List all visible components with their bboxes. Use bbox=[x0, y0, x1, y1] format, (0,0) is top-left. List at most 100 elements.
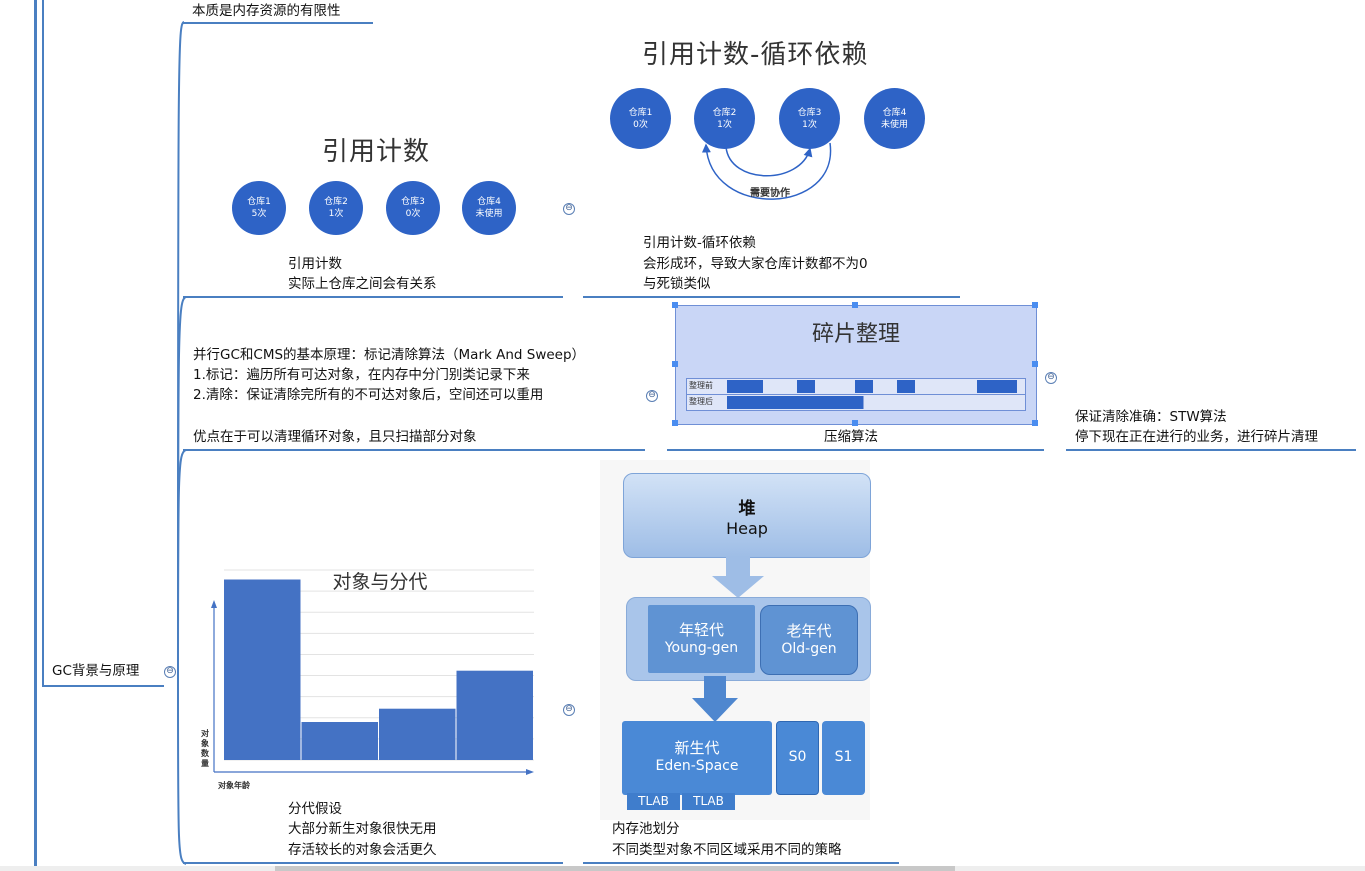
s0-box: S0 bbox=[776, 721, 819, 795]
section1-collapse-icon[interactable]: ⊖ bbox=[563, 203, 575, 215]
defrag-row-after: 整理后 bbox=[686, 394, 1026, 411]
cycle-caption-2[interactable]: 会形成环，导致大家仓库计数都不为0 bbox=[643, 256, 868, 272]
gen-caption-2[interactable]: 大部分新生对象很快无用 bbox=[288, 821, 437, 837]
tlab-box-1: TLAB bbox=[627, 793, 680, 810]
selection-handle[interactable] bbox=[1032, 302, 1038, 308]
note-top-underline bbox=[183, 22, 373, 24]
defrag-figure[interactable]: 碎片整理 整理前 整理后 bbox=[675, 305, 1037, 425]
cycle-caption-3[interactable]: 与死锁类似 bbox=[643, 276, 711, 292]
section2-collapse-icon[interactable]: ⊖ bbox=[646, 390, 658, 402]
old-cn: 老年代 bbox=[786, 622, 832, 640]
cycle-caption-1[interactable]: 引用计数-循环依赖 bbox=[643, 235, 756, 251]
y-axis-arrow bbox=[211, 600, 217, 608]
section1-underline-right bbox=[583, 296, 960, 298]
selection-handle[interactable] bbox=[672, 420, 678, 426]
eden-box: 新生代 Eden-Space bbox=[622, 721, 772, 795]
x-axis-arrow bbox=[526, 769, 534, 775]
root-node-label[interactable]: GC背景与原理 bbox=[52, 663, 140, 679]
eden-cn: 新生代 bbox=[674, 739, 720, 757]
defrag-caption[interactable]: 压缩算法 bbox=[824, 429, 878, 445]
gen-caption-3[interactable]: 存活较长的对象会活更久 bbox=[288, 842, 437, 858]
circle-count: 0次 bbox=[633, 119, 648, 130]
frag-block bbox=[897, 380, 915, 393]
root-collapse-icon[interactable]: ⊖ bbox=[164, 666, 176, 678]
refcount-caption-2[interactable]: 实际上仓库之间会有关系 bbox=[288, 276, 437, 292]
circle-label: 仓库2 bbox=[712, 107, 737, 118]
frag-block bbox=[797, 380, 815, 393]
y-axis-label-char: 对 bbox=[201, 728, 209, 738]
selection-handle[interactable] bbox=[1032, 420, 1038, 426]
heap-arrow-1 bbox=[712, 556, 764, 598]
section2-underline-mid bbox=[667, 449, 1044, 451]
defrag-title: 碎片整理 bbox=[811, 322, 900, 347]
circle-count: 1次 bbox=[328, 209, 344, 219]
selection-handle[interactable] bbox=[672, 302, 678, 308]
selection-handle[interactable] bbox=[1032, 361, 1038, 367]
section3-collapse-icon[interactable]: ⊖ bbox=[563, 704, 575, 716]
circle-label: 仓库4 bbox=[882, 107, 907, 118]
circle-count: 未使用 bbox=[475, 209, 503, 219]
bar bbox=[456, 670, 533, 760]
left-trunk bbox=[34, 0, 37, 871]
stw-line-2[interactable]: 停下现在正在进行的业务，进行碎片清理 bbox=[1075, 429, 1318, 445]
stw-line-1[interactable]: 保证清除准确：STW算法 bbox=[1075, 409, 1227, 425]
cycle-arrows bbox=[701, 142, 832, 200]
gen-caption-1[interactable]: 分代假设 bbox=[288, 801, 342, 817]
section1-underline-left bbox=[183, 296, 563, 298]
refcount-circle-4: 仓库4 未使用 bbox=[462, 181, 516, 235]
s1-box: S1 bbox=[822, 721, 865, 795]
circle-label: 仓库1 bbox=[628, 107, 653, 118]
young-en: Young-gen bbox=[664, 640, 739, 656]
s0-label: S0 bbox=[788, 749, 807, 765]
note-top[interactable]: 本质是内存资源的有限性 bbox=[192, 3, 341, 19]
selection-handle[interactable] bbox=[672, 361, 678, 367]
defrag-row-before: 整理前 bbox=[686, 378, 1026, 395]
young-gen-box: 年轻代 Young-gen bbox=[648, 605, 755, 673]
heap-en: Heap bbox=[726, 519, 768, 538]
circle-label: 仓库4 bbox=[477, 197, 501, 207]
section2b-collapse-icon[interactable]: ⊖ bbox=[1045, 372, 1057, 384]
marksweep-line-2[interactable]: 1.标记：遍历所有可达对象，在内存中分门别类记录下来 bbox=[193, 367, 530, 383]
circle-label: 仓库3 bbox=[797, 107, 822, 118]
old-en: Old-gen bbox=[781, 641, 837, 657]
circle-count: 1次 bbox=[717, 119, 732, 130]
tlab-label: TLAB bbox=[693, 794, 724, 808]
heap-caption-2[interactable]: 不同类型对象不同区域采用不同的策略 bbox=[612, 842, 842, 858]
eden-en: Eden-Space bbox=[655, 758, 739, 774]
cycle-title: 引用计数-循环依赖 bbox=[642, 40, 869, 70]
circle-label: 仓库1 bbox=[247, 197, 271, 207]
tlab-box-2: TLAB bbox=[682, 793, 735, 810]
x-axis-label: 对象年龄 bbox=[218, 780, 251, 790]
horizontal-scrollbar[interactable] bbox=[0, 866, 1365, 871]
marksweep-line-5[interactable]: 优点在于可以清理循环对象，且只扫描部分对象 bbox=[193, 429, 477, 445]
section2-underline-left bbox=[183, 449, 645, 451]
selection-handle[interactable] bbox=[852, 302, 858, 308]
circle-count: 0次 bbox=[405, 209, 421, 219]
frag-block bbox=[727, 396, 864, 409]
frag-block bbox=[727, 380, 763, 393]
refcount-title: 引用计数 bbox=[322, 137, 431, 167]
scrollbar-thumb[interactable] bbox=[275, 866, 955, 871]
section2-underline-right bbox=[1066, 449, 1356, 451]
marksweep-line-3[interactable]: 2.清除：保证清除完所有的不可达对象后，空间还可以重用 bbox=[193, 387, 544, 403]
circle-label: 仓库2 bbox=[324, 197, 348, 207]
root-underline bbox=[42, 685, 164, 687]
cycle-arrow-label: 需要协作 bbox=[750, 188, 790, 199]
selection-handle[interactable] bbox=[852, 420, 858, 426]
heap-caption-1[interactable]: 内存池划分 bbox=[612, 821, 680, 837]
heap-box: 堆 Heap bbox=[623, 473, 871, 558]
marksweep-line-1[interactable]: 并行GC和CMS的基本原理：标记清除算法（Mark And Sweep） bbox=[193, 347, 586, 363]
chart-title: 对象与分代 bbox=[332, 571, 427, 593]
frag-block bbox=[855, 380, 873, 393]
bar bbox=[301, 722, 378, 760]
refcount-caption-1[interactable]: 引用计数 bbox=[288, 256, 342, 272]
heap-cn: 堆 bbox=[738, 499, 756, 519]
young-cn: 年轻代 bbox=[678, 621, 724, 639]
heap-arrow-2 bbox=[692, 676, 738, 722]
